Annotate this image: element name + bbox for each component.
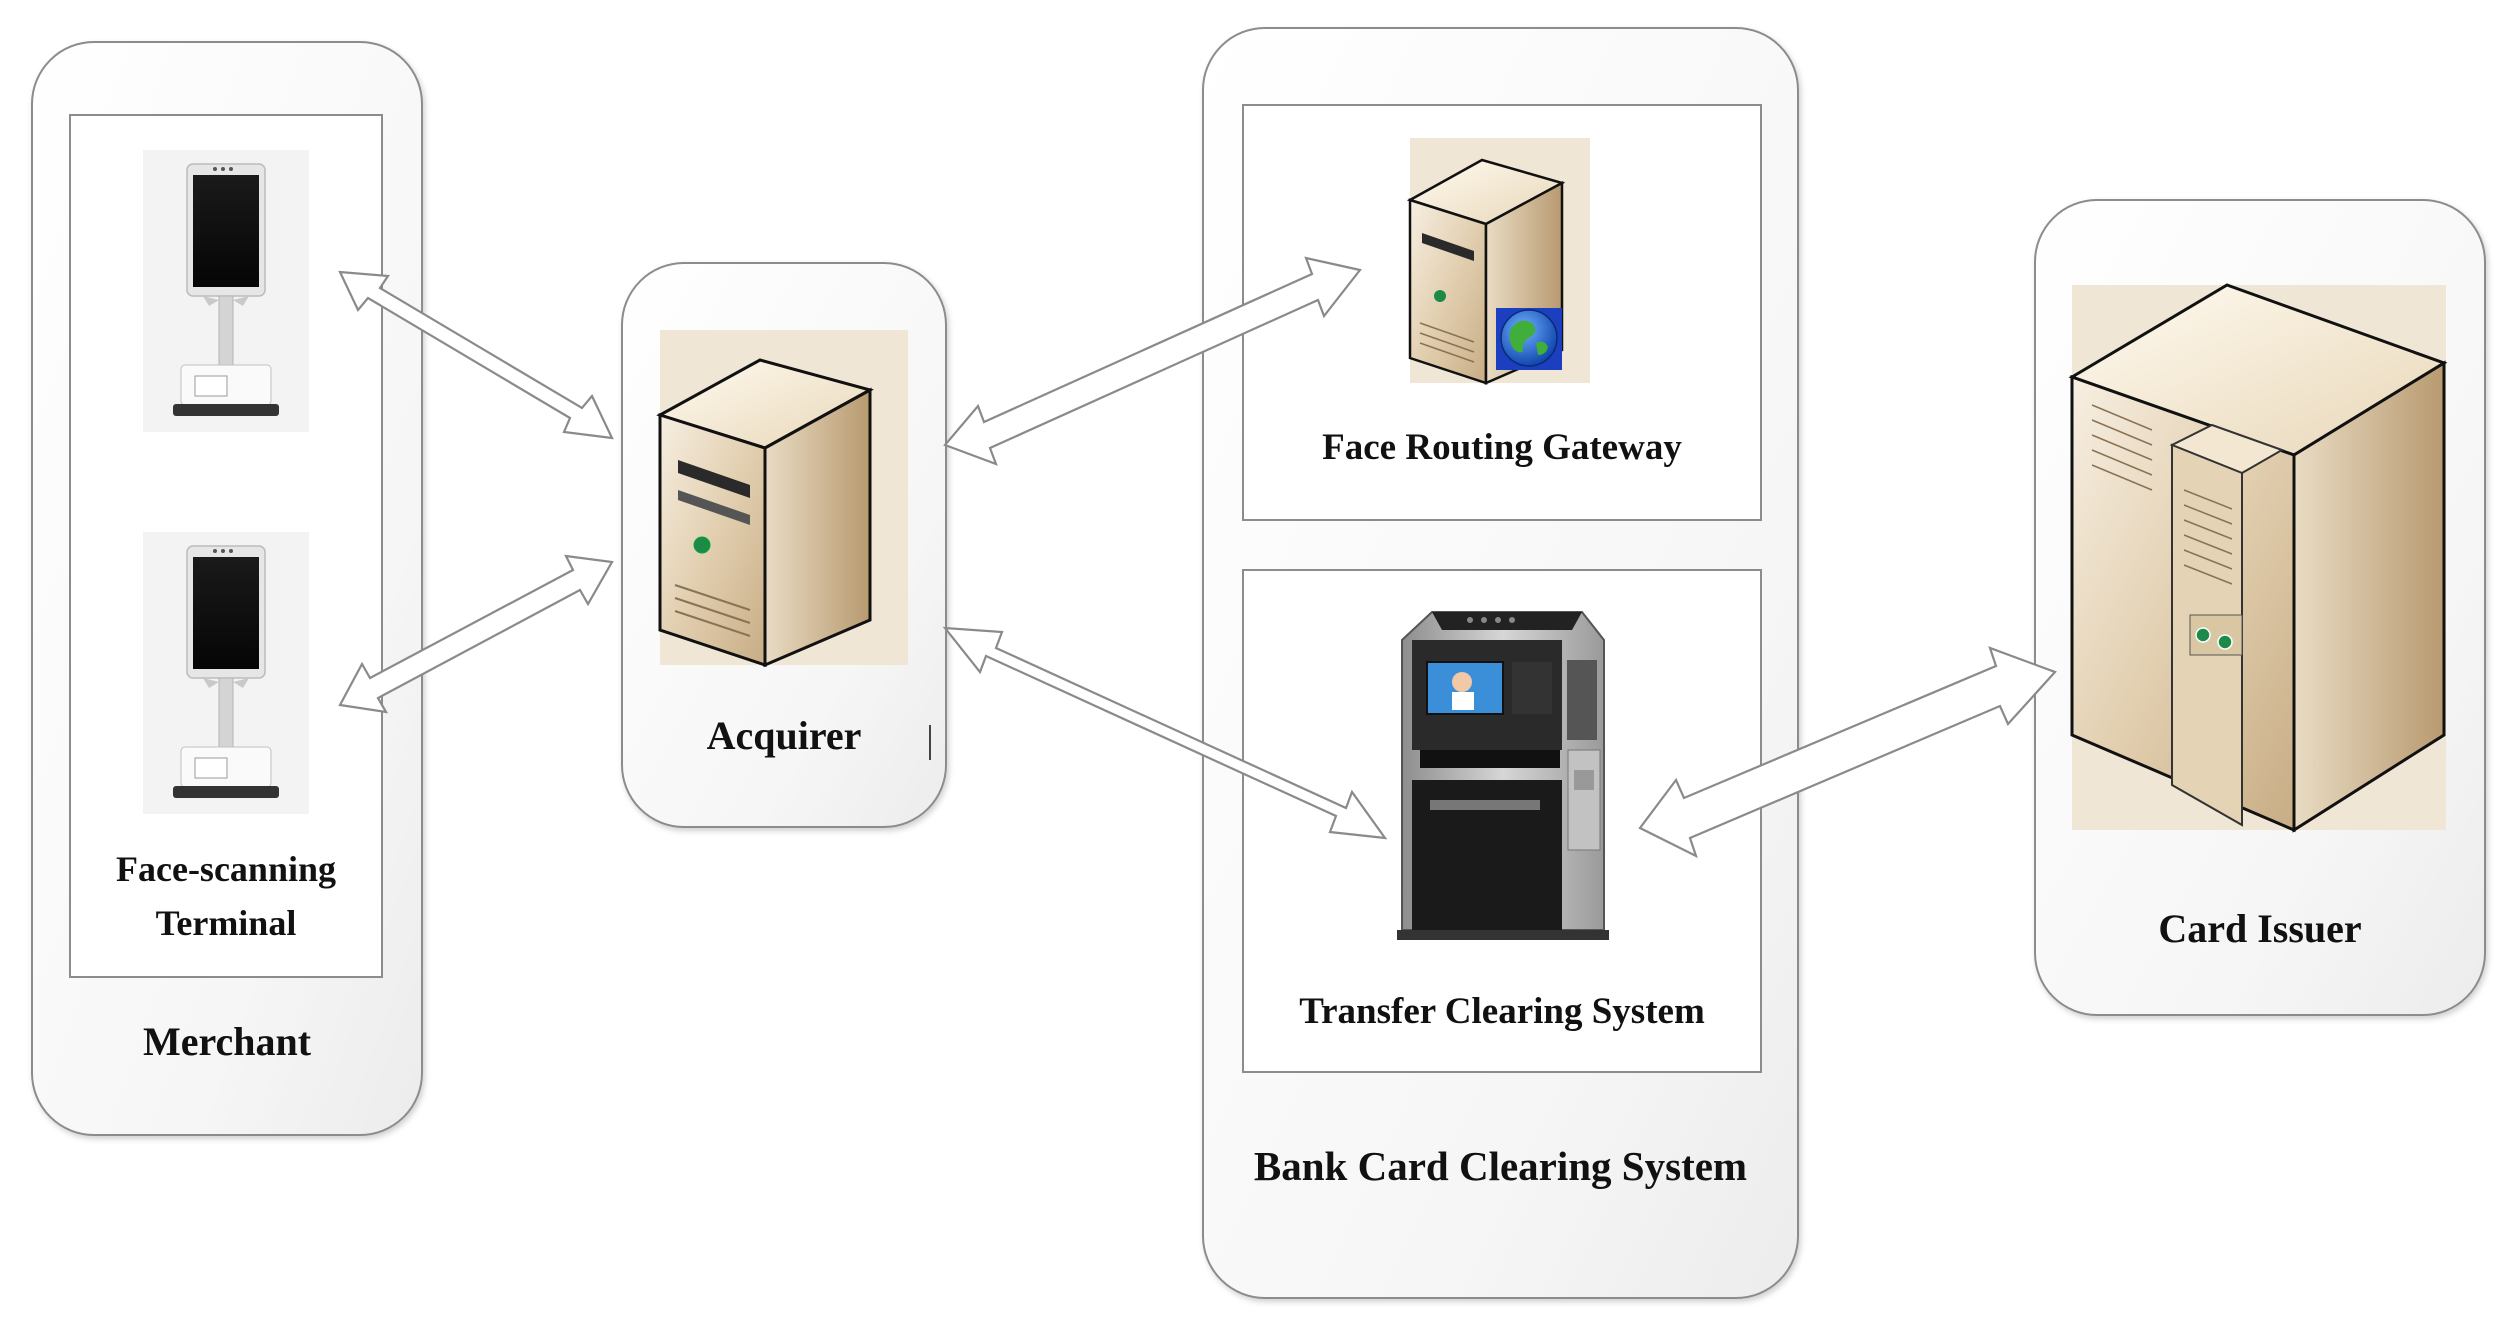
acquirer-label: Acquirer xyxy=(706,713,862,758)
server-tower-icon xyxy=(656,330,908,668)
server-globe-icon xyxy=(1406,138,1590,385)
atm-machine-icon xyxy=(1372,600,1630,946)
arrow-transfer-issuer xyxy=(1638,646,2057,859)
terminal-label: Face-scanning Terminal xyxy=(70,842,382,950)
card-issuer-label: Card Issuer xyxy=(2158,906,2362,951)
arrow-terminal2-acquirer xyxy=(338,554,614,714)
transfer-clearing-label: Transfer Clearing System xyxy=(1299,991,1705,1032)
arrow-acquirer-transfer xyxy=(942,626,1388,840)
arrow-acquirer-gateway xyxy=(943,256,1362,466)
face-routing-gateway-label: Face Routing Gateway xyxy=(1322,427,1682,468)
arrow-terminal1-acquirer xyxy=(338,270,614,440)
face-terminal-icon xyxy=(143,150,309,432)
merchant-label: Merchant xyxy=(142,1019,312,1064)
server-cluster-icon xyxy=(2068,283,2448,833)
terminal-label-line2: Terminal xyxy=(155,903,297,943)
face-terminal-icon xyxy=(143,532,309,814)
bank-card-clearing-label: Bank Card Clearing System xyxy=(1253,1143,1748,1189)
terminal-label-line1: Face-scanning xyxy=(116,849,336,889)
